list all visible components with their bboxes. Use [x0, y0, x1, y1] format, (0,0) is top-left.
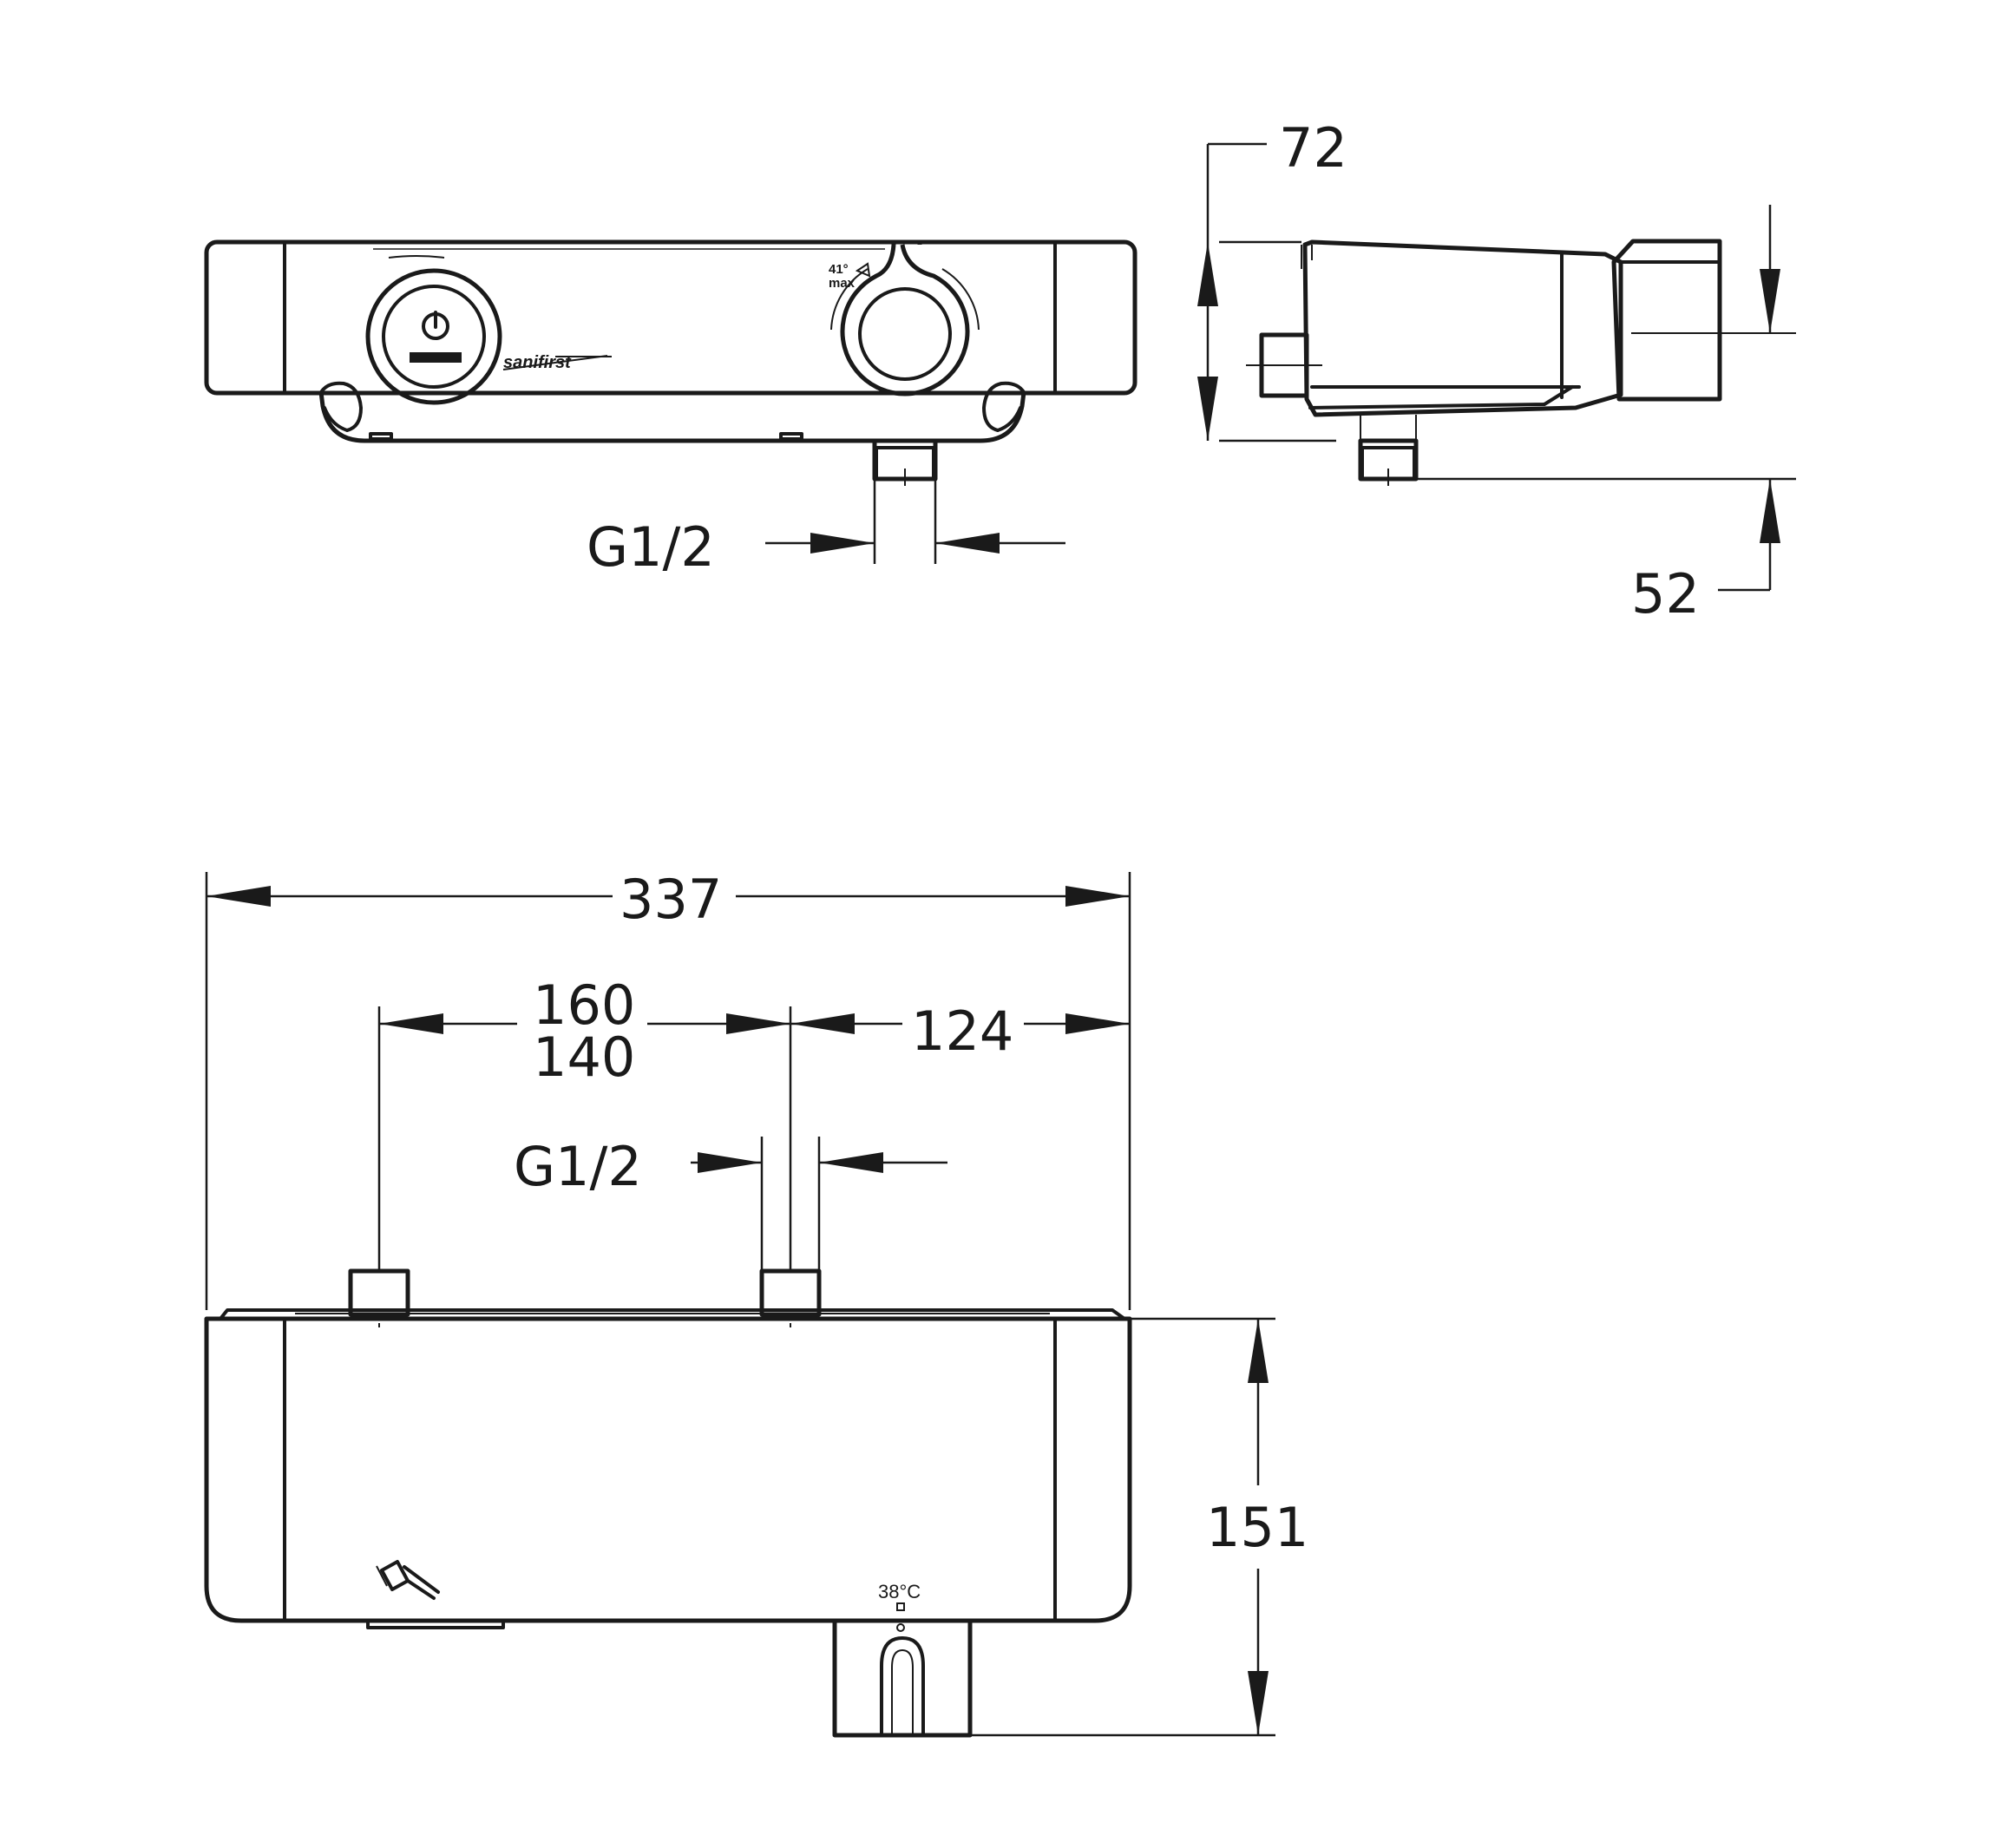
dimension-label-b: 140 [533, 1026, 635, 1089]
dimension-outlet-offset: 52 [1416, 205, 1796, 626]
dimension-height: 151 [970, 1317, 1308, 1737]
dimension-label: 337 [620, 868, 722, 931]
dimension-label-right: 124 [911, 999, 1013, 1063]
dimension-length: 337 [205, 868, 1131, 1310]
top-view: 38°C 337 160 [204, 868, 1308, 1738]
dimension-depth: 72 [1197, 116, 1347, 442]
dimension-label-a: 160 [533, 973, 635, 1037]
front-view: sanifirst 41° max G1/2 [204, 239, 1137, 579]
dimension-connection-top: G1/2 [514, 1135, 947, 1271]
dimension-label: G1/2 [514, 1135, 642, 1198]
power-button-icon [410, 311, 462, 363]
shower-head-icon [376, 1560, 440, 1600]
temp-limit-unit: max [829, 276, 856, 291]
dimension-center-distance: 160 140 124 [377, 973, 1130, 1271]
temp-set-label: 38°C [878, 1581, 921, 1602]
dimension-connection-front: G1/2 [587, 475, 1065, 579]
side-view: 72 52 [1197, 116, 1796, 626]
dimension-label: 72 [1279, 116, 1347, 180]
dimension-label: 52 [1631, 562, 1700, 626]
temp-limit-value: 41° [829, 262, 849, 277]
dimension-label: 151 [1206, 1496, 1308, 1559]
dimension-label: G1/2 [587, 515, 715, 579]
